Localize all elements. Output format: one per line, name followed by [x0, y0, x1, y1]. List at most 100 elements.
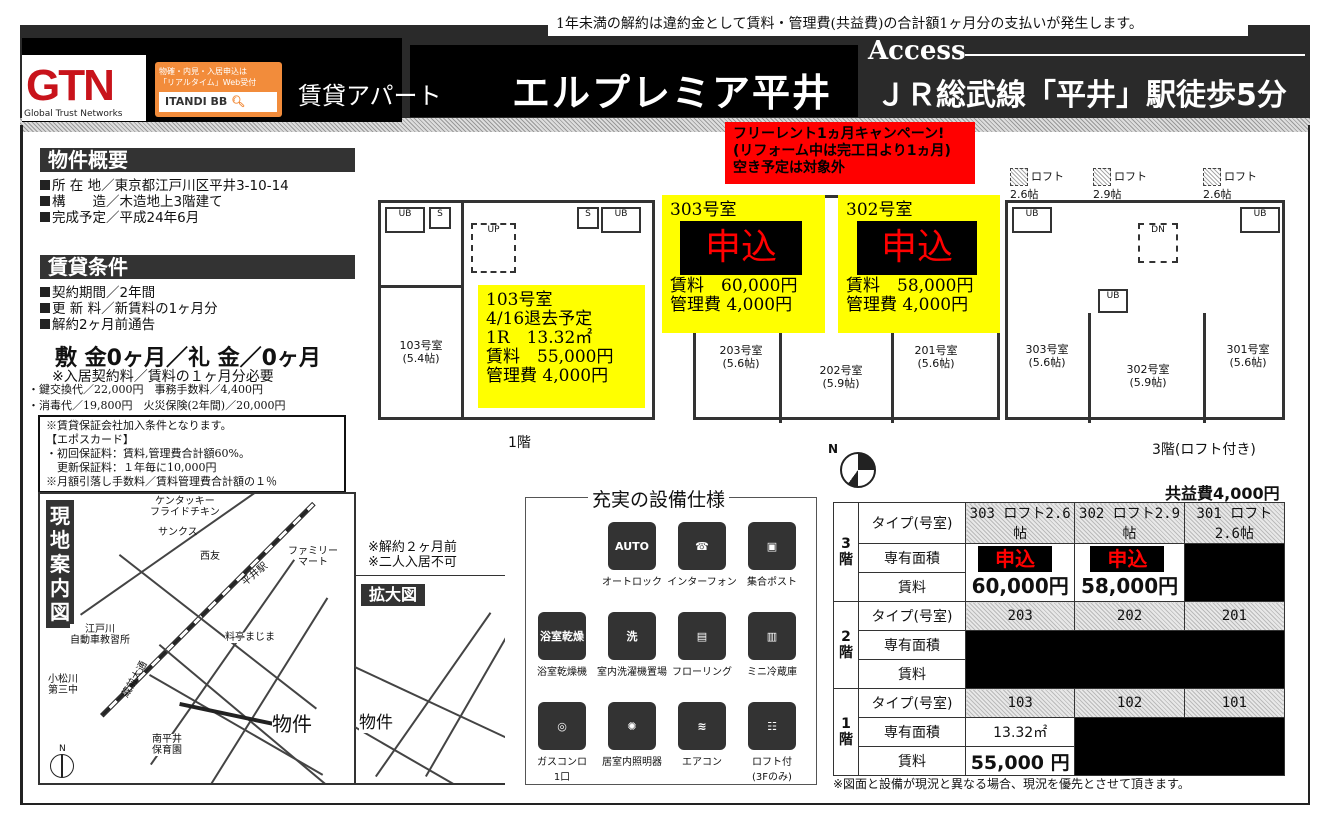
logo-subtitle: Global Trust Networks [24, 109, 123, 119]
room-label: 203号室 (5.6帖) [719, 344, 763, 370]
equipment-item: ☷ ロフト付 (3Fのみ) [732, 702, 812, 783]
equipment-icon: ✺ [608, 702, 656, 750]
terms-item: 更 新 料／新賃料の1ヶ月分 [40, 301, 218, 317]
terms-heading: 賃貸条件 [40, 255, 355, 279]
property-title: エルプレミア平井 [512, 71, 833, 115]
redacted-cell [1183, 543, 1286, 602]
applied-badge: 申込 [978, 546, 1052, 572]
equipment-icon: ▤ [678, 612, 726, 660]
equipment-label: フローリング [672, 667, 732, 678]
terms-list: 契約期間／2年間 更 新 料／新賃料の1ヶ月分 解約2ヶ月前通告 [40, 285, 218, 333]
equipment-item: ▣集合ポスト [732, 522, 812, 588]
floor-plan-3f: UB UB UB DN 303号室 (5.6帖) 302号室 (5.9帖) 30… [1005, 200, 1285, 423]
equipment-item: ✺居室内照明器 [592, 702, 672, 768]
equipment-icon: ▥ [748, 612, 796, 660]
equipment-icon: AUTO [608, 522, 656, 570]
equipment-item: ▤ フローリング [662, 612, 742, 678]
overview-item: 構 造／木造地上3階建て [40, 194, 289, 210]
loft-icon [1093, 168, 1111, 186]
floor-label-3f: 3階(ロフト付き) [1152, 442, 1256, 458]
equipment-item: 浴室乾燥浴室乾燥機 [522, 612, 602, 678]
loft-icon [1010, 168, 1028, 186]
floor-label-1f: 1階 [508, 435, 531, 451]
equipment-item: ≋エアコン [662, 702, 742, 768]
map-label: 蔵前大通 [120, 659, 150, 700]
property-type: 賃貸アパート [298, 82, 442, 110]
property-marker: 物件 [359, 708, 393, 733]
loft-label: ロフト 2.6帖 [1203, 168, 1257, 201]
access-text: ＪＲ総武線「平井」駅徒歩5分 [876, 78, 1287, 113]
equipment-label: オートロック [602, 577, 662, 588]
itandi-line1: 物確・内見・入居申込は [159, 67, 247, 76]
zoom-map: 拡大図 物件 [355, 575, 505, 785]
equipment-label: インターフォン [667, 577, 737, 588]
equipment-item: ☎ インターフォン [662, 522, 742, 588]
contract-fee: ※入居契約料／賃料の１ヶ月分必要 [52, 369, 274, 385]
common-fee: 共益費4,000円 [1165, 484, 1280, 503]
loft-label: ロフト 2.9帖 [1093, 168, 1147, 201]
location-map: 現地案内図 ケンタッキー フライドチキン サンクス 西友 ファミリー マート 平… [38, 492, 356, 785]
equipment-item: 洗室内洗濯機置場 [592, 612, 672, 678]
title-box [410, 45, 858, 117]
equipment-item: ▥ミニ冷蔵庫 [732, 612, 812, 678]
overview-item: 完成予定／平成24年6月 [40, 210, 289, 226]
floor-cell: 3 階 [833, 502, 859, 602]
map-label: ファミリー マート [288, 546, 338, 568]
map-notes: ※解約２ヶ月前※二人入居不可 [368, 540, 457, 570]
terms-item: 解約2ヶ月前通告 [40, 317, 218, 333]
loft-label: ロフト 2.6帖 [1010, 168, 1064, 201]
equipment-icon: ☷ [748, 702, 796, 750]
loft-icon [1203, 168, 1221, 186]
equipment-label: ロフト付 (3Fのみ) [752, 757, 792, 783]
equipment-icon: ◎ [538, 702, 586, 750]
equipment-label: 浴室乾燥機 [537, 667, 587, 678]
unit-bath: UB [601, 207, 641, 233]
itandi-brand: ITANDI BB 🔍︎ [159, 92, 277, 112]
itandi-line2: 「リアルタイム」Web受付 [159, 78, 257, 87]
applied-badge: 申込 [1090, 546, 1165, 572]
map-label: 南平井 保育園 [152, 734, 182, 756]
north-arrow-icon: N [48, 744, 78, 780]
overview-heading: 物件概要 [40, 148, 355, 172]
terms-item: 契約期間／2年間 [40, 285, 218, 301]
equipment-icon: ▣ [748, 522, 796, 570]
storage: S [577, 207, 599, 229]
free-rent-campaign: フリーレント1ヵ月キャンペーン!(リフォーム中は完工日より1ヵ月)空き予定は対象… [725, 122, 975, 184]
storage: S [429, 207, 451, 229]
applied-badge-302: 申込 [857, 221, 977, 275]
map-label: 小松川 第三中 [48, 674, 78, 696]
equipment-icon: 浴室乾燥 [538, 612, 586, 660]
access-rule [965, 54, 1305, 56]
equipment-icon: 洗 [608, 612, 656, 660]
applied-badge-303: 申込 [680, 221, 802, 275]
compass-icon: N [828, 442, 880, 490]
search-icon: 🔍︎ [231, 95, 246, 108]
equipment-title: 充実の設備仕様 [588, 485, 730, 512]
room-label: 303号室 (5.6帖) [1025, 343, 1069, 369]
room-label: 202号室 (5.9帖) [819, 364, 863, 390]
equipment-item: AUTO オートロック [592, 522, 672, 588]
deposit-key-money: 敷 金0ヶ月／礼 金／0ヶ月 [55, 346, 321, 371]
redacted-cell [965, 630, 1285, 689]
table-row: 専有面積 [834, 630, 1285, 689]
fee-line: ・消毒代／19,800円 火災保険(2年間)／20,000円 [28, 399, 286, 412]
equipment-label: エアコン [682, 757, 722, 768]
map-label: サンクス [158, 527, 198, 538]
itandi-banner: 物確・内見・入居申込は 「リアルタイム」Web受付 ITANDI BB 🔍︎ [155, 62, 282, 117]
room-label: 201号室 (5.6帖) [914, 344, 958, 370]
redacted-cell [1074, 717, 1285, 776]
equipment-item: ◎ガスコンロ 1口 [522, 702, 602, 783]
overview-list: 所 在 地／東京都江戸川区平井3-10-14 構 造／木造地上3階建て 完成予定… [40, 178, 289, 226]
equipment-icon: ☎ [678, 522, 726, 570]
stairs-up: UP [471, 223, 516, 273]
equipment-label: 室内洗濯機置場 [597, 667, 667, 678]
unit-bath: UB [385, 207, 425, 233]
